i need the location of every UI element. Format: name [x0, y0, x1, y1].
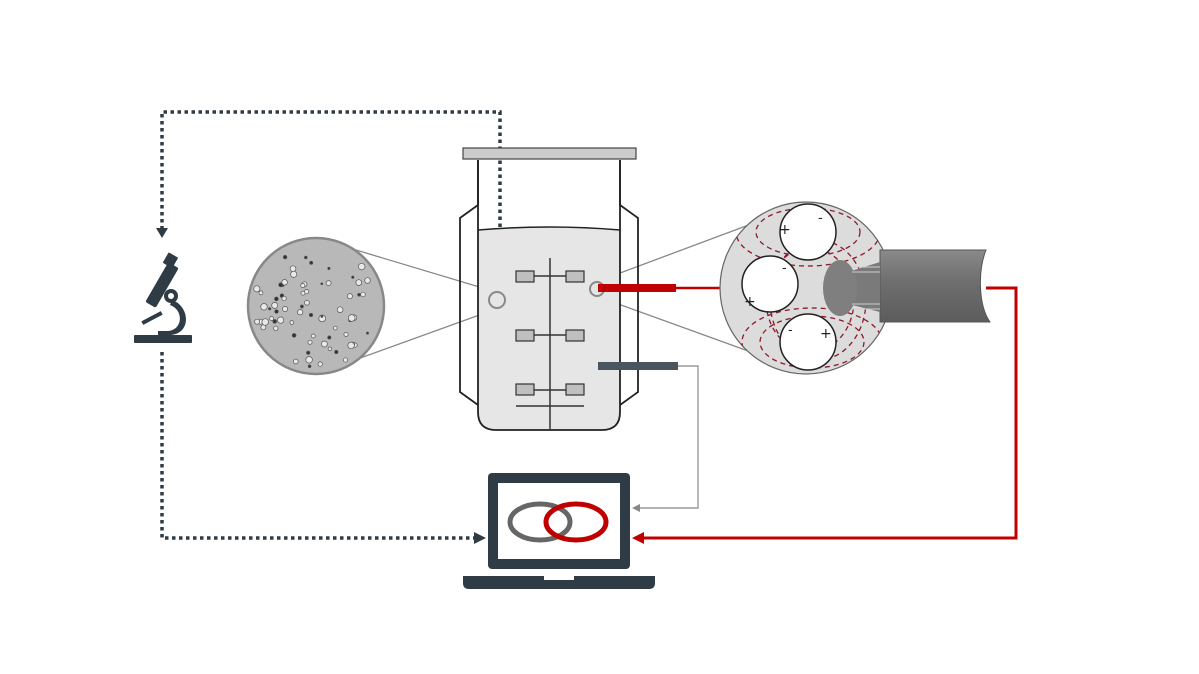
cell-dot — [289, 320, 295, 325]
cell-dot — [282, 306, 289, 312]
cell-dot — [310, 333, 316, 339]
cell-dot — [307, 339, 313, 345]
cell-dot — [297, 309, 304, 316]
cell-dot — [333, 325, 338, 331]
cell-dot — [366, 331, 369, 335]
capacitance-probe-detail: + - + - + - — [719, 201, 991, 375]
cell-dot — [347, 314, 356, 322]
cell-dot — [327, 346, 333, 351]
cell-dot — [271, 302, 279, 309]
cell-dot — [306, 350, 311, 355]
cell-dot — [360, 291, 366, 298]
red-arrow-icon — [632, 532, 644, 544]
cell-dot — [358, 262, 366, 271]
cell-dot — [281, 279, 288, 286]
polarized-cell-left: + - — [741, 255, 799, 313]
charge-minus-symbol: - — [788, 323, 793, 338]
data-integration-logo — [507, 501, 609, 543]
cell-dot — [327, 335, 332, 340]
probe-body — [823, 249, 991, 323]
cell-dot — [318, 314, 326, 323]
cell-dot — [355, 279, 363, 286]
cell-dot — [327, 266, 331, 270]
probe-to-laptop-connector — [644, 286, 1018, 540]
impeller-shaft — [516, 258, 584, 430]
cell-micrograph — [246, 236, 386, 376]
cell-dot — [260, 303, 268, 311]
probe-zoom-lines — [595, 219, 763, 357]
bioreactor-vessel — [459, 147, 678, 431]
cell-dot — [336, 306, 344, 313]
polarized-cell-top: + - — [779, 203, 837, 261]
polarized-cell-bottom: + - — [779, 313, 837, 371]
cell-dot — [307, 364, 312, 369]
cell-dot — [321, 340, 328, 348]
arrow-to-microscope-icon — [156, 228, 168, 238]
vessel-lid — [462, 147, 637, 160]
cell-dot — [277, 316, 285, 324]
cell-dot — [357, 293, 361, 297]
charge-minus-symbol: - — [782, 261, 787, 276]
cell-dot — [258, 290, 264, 296]
cell-dot — [291, 333, 297, 338]
cell-dot — [300, 283, 306, 288]
cell-dot — [269, 316, 274, 321]
cell-dot — [305, 356, 313, 364]
cell-dot — [308, 312, 314, 318]
charge-minus-symbol: - — [818, 211, 823, 226]
cell-dot — [289, 265, 297, 272]
charge-plus-symbol: + — [779, 222, 791, 238]
cell-dot — [290, 270, 298, 278]
sensor-to-laptop-connector — [640, 365, 699, 509]
cell-dot — [278, 282, 284, 288]
cell-dot — [282, 254, 288, 260]
cell-dot — [304, 300, 310, 306]
cell-dot — [320, 282, 324, 286]
cell-dot — [254, 318, 260, 325]
charge-plus-symbol: + — [744, 294, 756, 310]
cell-dot — [253, 285, 261, 293]
cell-dot — [343, 331, 349, 337]
temperature-sensor — [598, 362, 678, 370]
charge-plus-symbol: + — [820, 326, 832, 342]
laptop-icon — [463, 473, 655, 589]
cell-dot — [304, 255, 308, 260]
cell-dot — [309, 260, 314, 265]
cell-dot — [320, 315, 324, 318]
microscope-icon — [134, 252, 192, 343]
cell-dot — [273, 325, 279, 331]
capacitance-probe — [598, 284, 676, 292]
cell-dot — [334, 349, 339, 355]
cell-dot — [317, 361, 323, 367]
cell-dot — [293, 358, 299, 365]
sampling-point — [488, 291, 506, 309]
cell-dot — [342, 357, 349, 363]
arrow-to-laptop-icon — [474, 532, 486, 544]
cell-dot — [346, 293, 353, 300]
cell-dot — [325, 280, 332, 286]
cell-dot — [300, 304, 304, 309]
thin-arrow-icon — [632, 504, 640, 512]
cell-dot — [274, 309, 279, 314]
cell-dot — [364, 277, 371, 284]
cell-dot — [351, 275, 355, 279]
cell-dot — [274, 296, 279, 302]
microscope-to-laptop-connector — [160, 352, 474, 540]
cell-dot — [268, 307, 272, 311]
sampling-connector — [160, 110, 502, 248]
cell-dot — [347, 341, 355, 350]
cell-dot — [300, 290, 306, 296]
cell-dot — [261, 318, 269, 326]
impeller-blades — [515, 270, 585, 396]
cell-dot — [272, 319, 277, 324]
cell-dot — [281, 295, 287, 302]
